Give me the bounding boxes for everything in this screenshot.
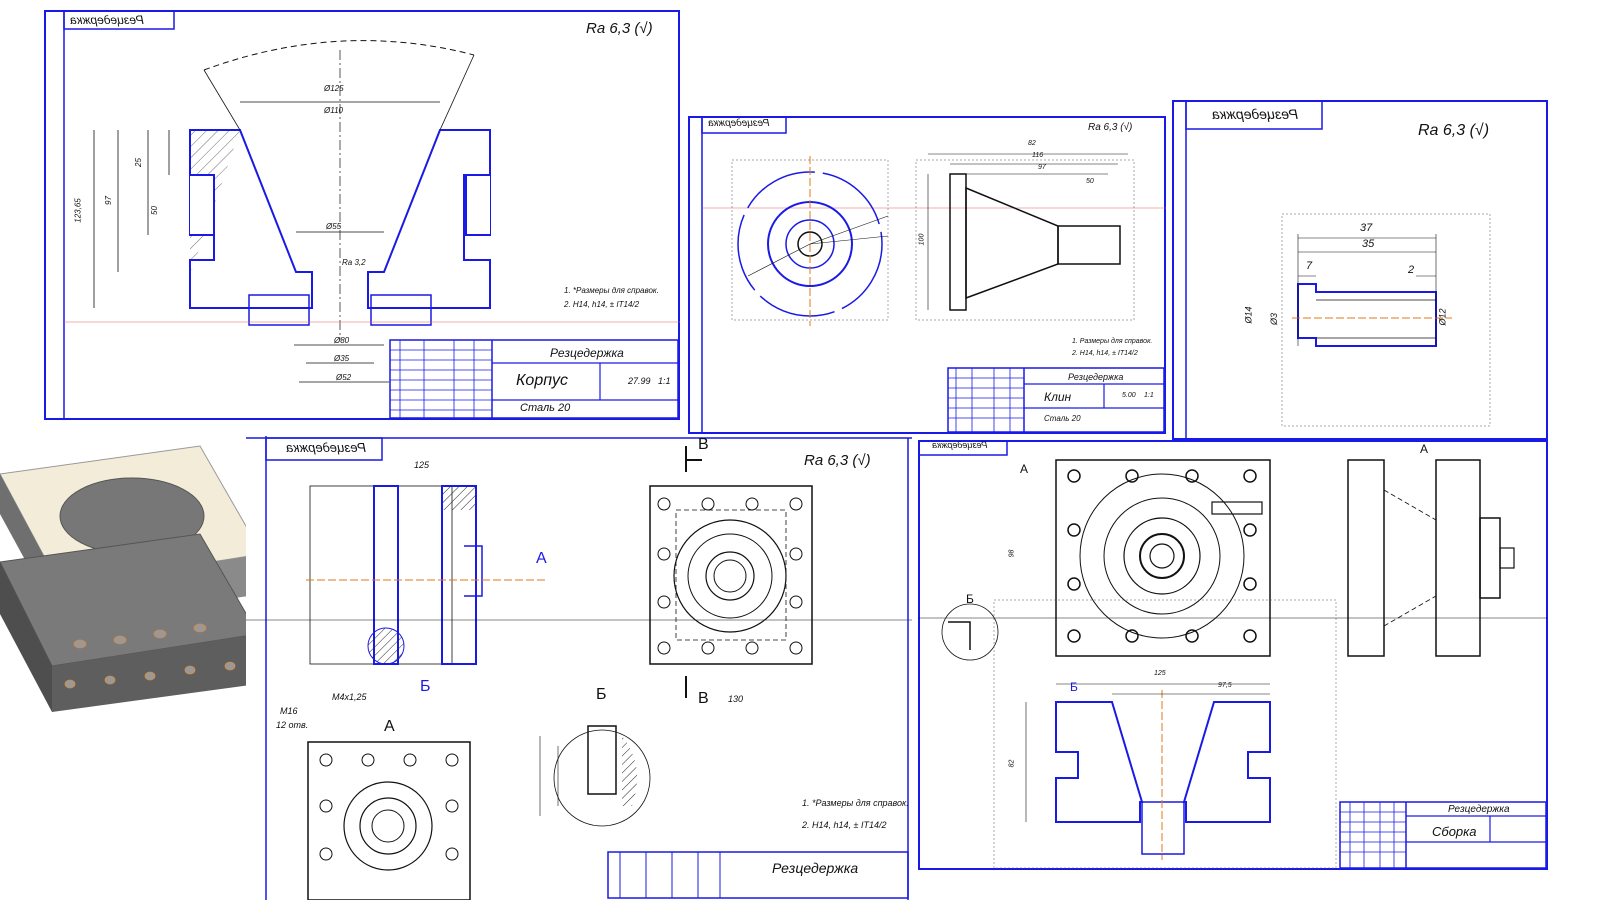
korpus-dim-h2: 123,65 — [73, 198, 83, 223]
klin-roughness-symbol: Ra 6,3 (√) — [1088, 122, 1133, 133]
plita-dim-thread: M16 — [280, 706, 298, 716]
assembly-dim-w1: 125 — [1154, 670, 1166, 677]
korpus-dim-h4: 25 — [133, 158, 143, 167]
korpus-dim-d6: Ø52 — [336, 373, 352, 382]
model-3d-image — [0, 445, 262, 712]
plita-tb-assembly: Резцедержка — [772, 860, 859, 876]
korpus-dim-d5: Ø35 — [334, 354, 350, 363]
klin-dim-l5: 100 — [918, 233, 926, 246]
korpus-dim-h3: 50 — [149, 206, 159, 215]
assembly-dim-w2: 97,5 — [1218, 682, 1232, 689]
klin-dim-l4: 50 — [1086, 178, 1094, 185]
plita-detail-label-b: Б — [420, 678, 431, 695]
korpus-drawing — [44, 10, 680, 420]
klin-tb-part: Клин — [1044, 390, 1072, 404]
korpus-dim-d3: Ø55 — [326, 222, 342, 231]
klin-tb-sheet: 1:1 — [1144, 392, 1154, 399]
korpus-rough-small: Ra 3,2 — [342, 258, 366, 267]
plita-dim-m2: M4x1,25 — [332, 692, 367, 702]
korpus-dim-d4: Ø80 — [334, 336, 350, 345]
korpus-tb-assembly: Резцедержка — [550, 346, 624, 360]
plita-dim-holes: 12 отв. — [276, 720, 309, 730]
vtulka-stamp-mirror: Резцедержка — [1212, 106, 1299, 122]
klin-tb-number: 5.00 — [1122, 392, 1136, 399]
vtulka-dim-l4: 2 — [1408, 264, 1415, 276]
korpus-note-1: 1. *Размеры для справок. — [564, 286, 659, 295]
vtulka-dim-d2: Ø12 — [1437, 308, 1448, 326]
vtulka-dim-d1: Ø14 — [1243, 306, 1254, 324]
klin-drawing — [688, 116, 1166, 434]
korpus-tb-part: Корпус — [516, 372, 569, 389]
klin-note-1: 1. Размеры для справок. — [1072, 338, 1153, 345]
assembly-view-label-a: А — [1020, 462, 1029, 476]
plita-dim-w2: 130 — [728, 694, 744, 704]
drawing-sheet-assembly[interactable]: Резцедержка А А Б Б 125 97,5 98 82 Резце… — [918, 440, 1548, 870]
model-3d-render[interactable] — [0, 444, 262, 714]
vtulka-roughness-symbol: Ra 6,3 (√) — [1418, 122, 1490, 139]
plita-note-2: 2. H14, h14, ± IT14/2 — [802, 820, 887, 830]
plita-note-1: 1. *Размеры для справок. — [802, 798, 909, 808]
plita-drawing — [246, 436, 912, 900]
klin-dim-l1: 82 — [1028, 140, 1036, 147]
korpus-tb-material: Сталь 20 — [520, 402, 571, 414]
drawing-sheet-vtulka[interactable]: Резцедержка Ra 6,3 (√) 37 35 7 2 Ø14 Ø3 … — [1172, 100, 1548, 440]
vtulka-drawing — [1172, 100, 1548, 440]
assembly-detail-label-b: Б — [966, 592, 974, 606]
klin-tb-assembly: Резцедержка — [1068, 372, 1124, 382]
klin-dim-l2: 116 — [1032, 152, 1044, 159]
drawing-sheet-korpus[interactable]: Резцедержка Ra 6,3 (√) Ø125 Ø110 Ø55 Ra … — [44, 10, 680, 420]
assembly-tb-part: Сборка — [1432, 824, 1477, 839]
vtulka-dim-l3: 7 — [1306, 260, 1313, 272]
korpus-dim-d2: Ø110 — [324, 106, 343, 115]
drawing-sheet-plita[interactable]: Резцедержка Ra 6,3 (√) В В А А Б Б M16 1… — [246, 436, 912, 900]
drawing-sheet-klin[interactable]: Резцедержка Ra 6,3 (√) 82 116 97 50 100 … — [688, 116, 1166, 434]
korpus-tb-number: 27.99 — [628, 376, 651, 386]
assembly-tb-assembly: Резцедержка — [1448, 804, 1510, 815]
korpus-stamp-mirror: Резцедержка — [70, 13, 144, 27]
plita-section-a-marker: А — [536, 550, 547, 567]
korpus-note-2: 2. H14, h14, ± IT14/2 — [564, 300, 640, 309]
plita-view-label-a: А — [384, 718, 395, 735]
assembly-dim-h2: 82 — [1008, 759, 1016, 768]
korpus-tb-sheet: 1:1 — [658, 376, 671, 386]
assembly-section-label-b: Б — [1070, 680, 1078, 694]
korpus-dim-d1: Ø125 — [324, 84, 344, 93]
korpus-roughness-symbol: Ra 6,3 (√) — [586, 20, 653, 37]
plita-view-label-b: В — [698, 436, 709, 453]
plita-detail-b-title: Б — [596, 686, 607, 703]
klin-tb-material: Сталь 20 — [1044, 414, 1081, 423]
klin-note-2: 2. H14, h14, ± IT14/2 — [1072, 350, 1138, 357]
plita-stamp-mirror: Резцедержка — [286, 440, 366, 455]
assembly-view-label-a2: А — [1420, 442, 1429, 456]
plita-dim-w1: 125 — [414, 460, 430, 470]
assembly-stamp-mirror: Резцедержка — [932, 440, 988, 450]
klin-dim-l3: 97 — [1038, 164, 1046, 171]
plita-roughness-symbol: Ra 6,3 (√) — [804, 452, 871, 469]
vtulka-dim-l2: 35 — [1362, 238, 1375, 250]
vtulka-dim-d3: Ø3 — [1269, 312, 1280, 326]
plita-view-label-b2: В — [698, 690, 709, 707]
klin-stamp-mirror: Резцедержка — [708, 118, 770, 129]
assembly-drawing — [918, 440, 1548, 870]
vtulka-dim-l1: 37 — [1360, 222, 1373, 234]
korpus-dim-h1: 97 — [103, 196, 113, 205]
assembly-dim-h1: 98 — [1008, 549, 1016, 558]
